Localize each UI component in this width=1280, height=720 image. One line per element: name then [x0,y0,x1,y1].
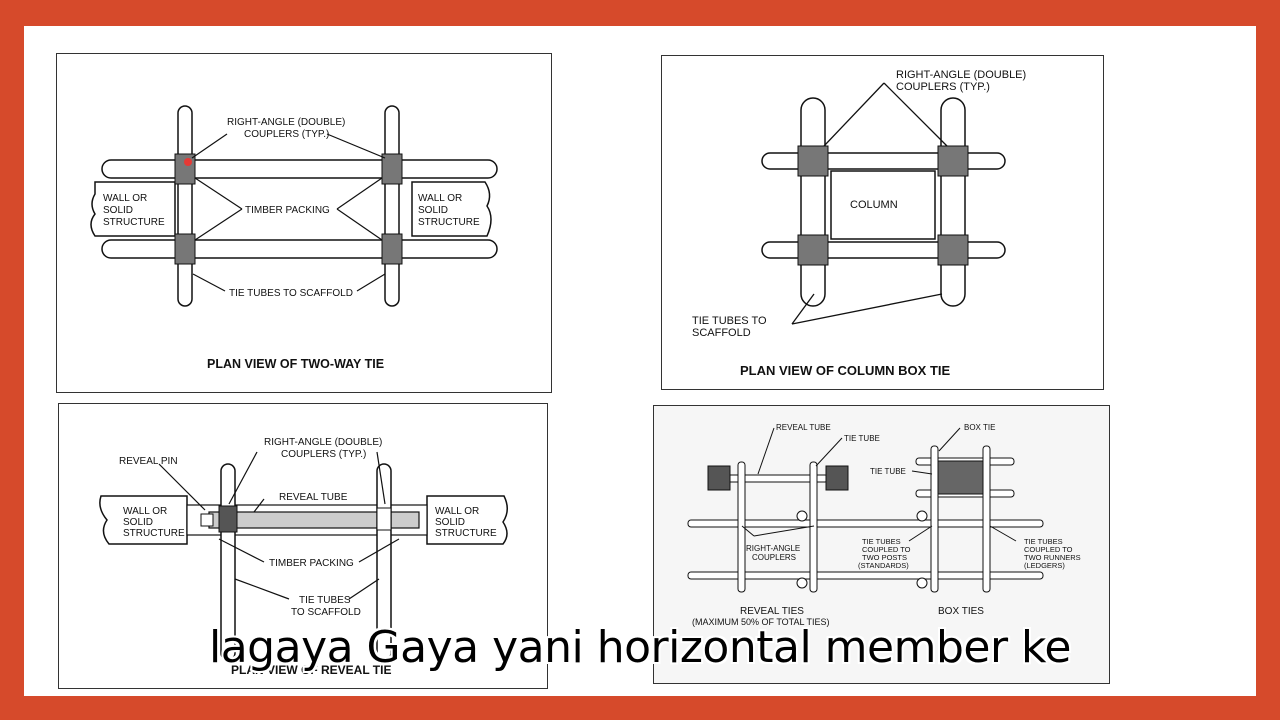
reveal-tube-label: REVEAL TUBE [776,423,831,432]
posts-label-1: TIE TUBES [862,537,901,546]
wall-right-label-3: STRUCTURE [418,217,480,228]
reveal-pin-label: REVEAL PIN [119,456,178,467]
posts-label-4: (STANDARDS) [858,561,909,570]
coupler [174,153,196,185]
wall-left-label-2: SOLID [123,517,153,528]
wall-right-label-1: WALL OR [418,193,462,204]
tie-tubes-label: TIE TUBES TO SCAFFOLD [229,288,353,299]
reveal-ties-label: REVEAL TIES [740,606,804,617]
posts-label-2: COUPLED TO [862,545,911,554]
reveal-tube-label: REVEAL TUBE [279,492,348,503]
two-way-tie-diagram: RIGHT-ANGLE (DOUBLE) COUPLERS (TYP.) WAL… [90,105,498,371]
reveal-ties-note: (MAXIMUM 50% OF TOTAL TIES) [692,617,830,627]
wall-right-label-2: SOLID [435,517,465,528]
runners-label-2: COUPLED TO [1024,545,1073,554]
wall-left-label-1: WALL OR [123,506,167,517]
tie-tubes-label-1: TIE TUBES [299,595,351,606]
reveal-pin [200,513,214,527]
couplers-label: RIGHT-ANGLE (DOUBLE) [264,437,382,448]
wall-left-shape [90,181,176,237]
ties-panel: REVEAL TUBE TIE TUBE BOX TIE TIE TUBE RI… [653,405,1110,684]
two-way-tie-panel: RIGHT-ANGLE (DOUBLE) COUPLERS (TYP.) WAL… [56,53,552,393]
coupler [381,153,403,185]
wall-right-label-1: WALL OR [435,506,479,517]
ra-couplers-label-1: RIGHT-ANGLE [746,544,800,553]
couplers-label: RIGHT-ANGLE (DOUBLE) [896,69,1026,81]
coupler [797,234,829,266]
ties-diagram: REVEAL TUBE TIE TUBE BOX TIE TIE TUBE RI… [687,423,1081,627]
reveal-tie-panel: REVEAL PIN RIGHT-ANGLE (DOUBLE) COUPLERS… [58,403,548,689]
ra-couplers-label-2: COUPLERS [752,553,796,562]
tube-right-vertical [384,105,400,307]
column-box [830,170,936,240]
wall-right-label-3: STRUCTURE [435,528,497,539]
tie-tube-top-label: TIE TUBE [844,434,880,443]
couplers-label-2: COUPLERS (TYP.) [896,81,990,93]
coupler [797,145,829,177]
wall-right-label-2: SOLID [418,205,448,216]
tie-tube-mid-label: TIE TUBE [870,467,906,476]
wall-left-label-1: WALL OR [103,193,147,204]
coupler [381,233,403,265]
tie-tubes-label-2: TO SCAFFOLD [291,607,361,618]
column-box-tie-diagram: RIGHT-ANGLE (DOUBLE) COUPLERS (TYP.) COL… [692,69,1026,378]
reveal-title: PLAN VIEW OF REVEAL TIE [231,663,391,677]
wall-left-label-3: STRUCTURE [123,528,185,539]
couplers-label-2: COUPLERS (TYP.) [244,129,329,140]
marker-dot [184,158,192,166]
wall-right-shape [411,181,492,237]
two-way-title: PLAN VIEW OF TWO-WAY TIE [207,357,384,371]
subtitle-caption: lagaya Gaya yani horizontal member ke [208,622,1072,673]
coupler [937,234,969,266]
wall-left-label-2: SOLID [103,205,133,216]
reveal-tie-diagram: REVEAL PIN RIGHT-ANGLE (DOUBLE) COUPLERS… [99,437,508,677]
tie-tubes-label-1: TIE TUBES TO [692,315,767,327]
coupler [376,507,392,531]
column-label: COLUMN [850,199,898,211]
coupler [218,505,238,533]
runners-label-4: (LEDGERS) [1024,561,1065,570]
column-box-title: PLAN VIEW OF COLUMN BOX TIE [740,363,950,378]
coupler [174,233,196,265]
couplers-label: RIGHT-ANGLE (DOUBLE) [227,117,345,128]
posts-label-3: TWO POSTS [862,553,907,562]
column-box-tie-panel: RIGHT-ANGLE (DOUBLE) COUPLERS (TYP.) COL… [661,55,1104,390]
box-tie-label: BOX TIE [964,423,995,432]
tube-top [101,159,498,179]
tube-left-vertical [177,105,193,307]
timber-packing-label: TIMBER PACKING [245,205,330,216]
timber-packing-label: TIMBER PACKING [269,558,354,569]
coupler [937,145,969,177]
tube-bottom [101,239,498,259]
runners-label-3: TWO RUNNERS [1024,553,1081,562]
box-tie-column [937,460,984,495]
runners-label-1: TIE TUBES [1024,537,1063,546]
couplers-label-2: COUPLERS (TYP.) [281,449,366,460]
wall-left-label-3: STRUCTURE [103,217,165,228]
box-ties-label: BOX TIES [938,606,984,617]
tie-tubes-label-2: SCAFFOLD [692,327,751,339]
